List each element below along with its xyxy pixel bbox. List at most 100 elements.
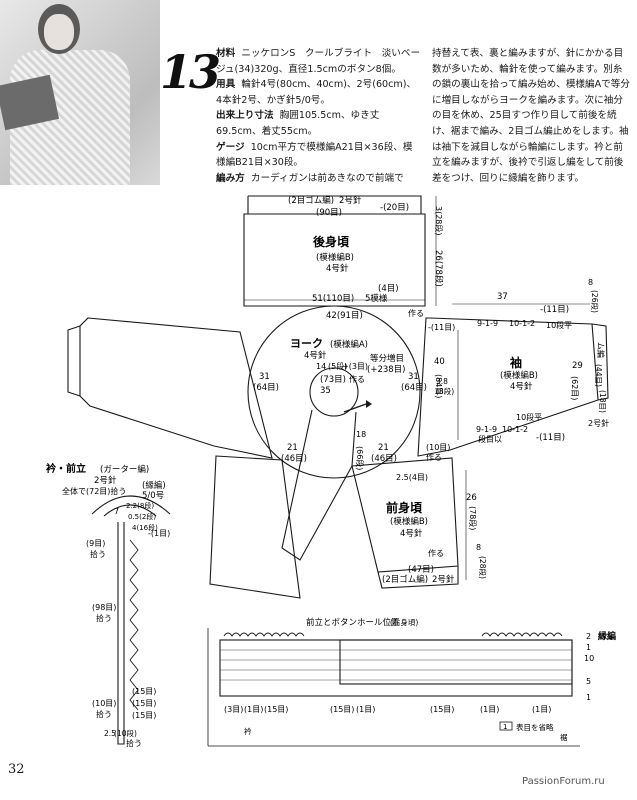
collar-pattern: (ガーター編) bbox=[100, 464, 149, 475]
legend-text: 表目を省略 bbox=[516, 722, 554, 732]
buttonband-c3: (3目) bbox=[224, 705, 243, 714]
watermark: PassionForum.ru bbox=[522, 776, 605, 787]
sleeve-title: 袖 bbox=[510, 355, 522, 370]
collar-bottom-pick: 拾う bbox=[126, 738, 142, 748]
front-rib-needle: 2号針 bbox=[432, 574, 455, 585]
back-body-outline bbox=[243, 213, 426, 307]
instructions-text: 持替えて表、裏と編みますが、針にかかる目数が多いため、輪針を使って編みます。別糸… bbox=[432, 48, 630, 184]
spec-block: 材料 ニッケロンS クールブライト 淡いベージュ(34)320g、直径1.5cm… bbox=[216, 46, 421, 186]
yoke-join: 2.5(4目) bbox=[396, 473, 428, 482]
photo-face bbox=[44, 14, 74, 50]
right-sleeve-cuff bbox=[591, 323, 609, 401]
front-h26: 26 bbox=[466, 493, 477, 503]
collar-pick9: (9目) bbox=[86, 539, 105, 548]
yoke-outer-circle bbox=[247, 305, 421, 479]
yoke-front-join2: 作る bbox=[408, 308, 424, 318]
left-sleeve-cuff bbox=[67, 325, 81, 397]
sleeve-cuff-count2: (18目) bbox=[598, 390, 607, 413]
gauge-text: 10cm平方で模様編A21目×36段、模様編B21目×30段。 bbox=[216, 141, 413, 169]
yarn-text: ニッケロンS クールブライト 淡いベージュ(34)320g、直径1.5cmのボタ… bbox=[216, 48, 421, 75]
sleeve-w-top: -(11目) bbox=[540, 305, 569, 315]
buttonband-label-hem: 裾 bbox=[560, 732, 568, 742]
front-join2: 作る bbox=[428, 548, 444, 558]
page-number: 32 bbox=[8, 762, 25, 777]
collar-inner bbox=[103, 504, 157, 517]
sleeve-dec-mid: 10-1-2 bbox=[509, 319, 535, 328]
collar-n15: (15目) bbox=[132, 687, 156, 696]
buttonband-c15c: (15目) bbox=[430, 705, 454, 714]
buttonband-side: (右身頃) bbox=[390, 617, 418, 627]
dimension-lines bbox=[244, 196, 590, 580]
yoke-side-l: 31 bbox=[259, 372, 270, 382]
sleeve-dec-label2: 10段平 bbox=[516, 412, 542, 422]
collar-edge-needle: 5/0号 bbox=[142, 491, 164, 501]
yoke-side-r: 31 bbox=[408, 372, 419, 382]
collar-outline bbox=[91, 495, 171, 515]
back-rib-label: (2目ゴム編) bbox=[288, 195, 334, 206]
buttonband-m10: 10 bbox=[584, 654, 594, 663]
collar-pick98: (98目) bbox=[92, 603, 116, 612]
collar-n7: 7 bbox=[114, 507, 119, 516]
sleeve-h29-b: (62目) bbox=[570, 376, 579, 400]
yoke-neck-len: 35 bbox=[320, 386, 331, 396]
direction-arrow bbox=[343, 403, 367, 413]
sleeve-w-bottom: -(11目) bbox=[536, 433, 565, 443]
buttonband-edge-label: 縁編 bbox=[598, 630, 616, 642]
front-needle: 4号針 bbox=[400, 528, 423, 539]
sleeve-pattern: (模様編B) bbox=[500, 370, 538, 381]
yoke-neck-label: 作る bbox=[349, 374, 365, 384]
yoke-depth-c: +(3目) bbox=[342, 362, 368, 371]
size-label: 出来上り寸法 bbox=[216, 110, 274, 122]
yoke-side-r-b: (64目) bbox=[401, 383, 427, 393]
yoke-front-join: 作る bbox=[426, 452, 442, 462]
yoke-side-l-b: (64目) bbox=[253, 383, 279, 393]
sleeve-dec-bottom: 9-1-9 bbox=[476, 425, 497, 434]
buttonband-c1: (1目) bbox=[244, 705, 263, 714]
back-rib-count: (90目) bbox=[316, 208, 342, 218]
yoke-top: 42(91目) bbox=[326, 311, 363, 321]
yarn-label: 材料 bbox=[216, 48, 236, 59]
left-sleeve-outline bbox=[79, 317, 273, 459]
back-h-body: 26(78段) bbox=[433, 250, 444, 287]
sleeve-join11: -(11目) bbox=[428, 323, 455, 332]
method-text: カーディガンは前あきなので前端で bbox=[250, 172, 404, 184]
front-count: (47目) bbox=[408, 565, 434, 575]
needles-text: 輪針4号(80cm、40cm)、2号(60cm)、4本針2号、かぎ針5/0号。 bbox=[216, 79, 417, 106]
buttonband-m1b: 1 bbox=[586, 693, 591, 702]
back-rib-band bbox=[247, 195, 422, 214]
sleeve-len37: 37 bbox=[497, 292, 508, 302]
front-opening bbox=[281, 409, 357, 561]
sleeve-h40-b: (84目) bbox=[434, 374, 443, 398]
model-photo bbox=[0, 0, 160, 185]
collar-edge: (縁編) bbox=[142, 480, 166, 491]
buttonband-m5: 5 bbox=[586, 677, 591, 686]
yoke-mid-l-b: (46目) bbox=[281, 454, 307, 464]
sleeve-h38: 3.8 bbox=[436, 377, 448, 386]
sleeve-dec-row: 段目以 bbox=[478, 434, 502, 444]
pattern-number: 13 bbox=[160, 45, 221, 99]
yoke-inc-label: 等分増目 bbox=[370, 353, 404, 364]
buttonband-m1: 1 bbox=[586, 643, 591, 652]
yoke-title: ヨーク bbox=[290, 337, 323, 350]
collar-needle: 2号針 bbox=[94, 475, 117, 486]
arrow-head-icon bbox=[366, 400, 372, 408]
legend-box bbox=[499, 721, 513, 731]
collar-pick98-b: 拾う bbox=[96, 613, 112, 623]
buttonband-title: 前立とボタンホール位置 bbox=[306, 617, 400, 628]
collar-band-left bbox=[117, 522, 125, 745]
sleeve-len8: 8 bbox=[588, 278, 593, 287]
collar-n15-b: (15目) bbox=[132, 699, 156, 708]
sleeve-h29: 29 bbox=[572, 361, 583, 371]
front-join: (10目) bbox=[426, 443, 450, 452]
buttonband-c1b: (1目) bbox=[356, 705, 375, 714]
yoke-pattern: (模様編A) bbox=[330, 339, 368, 350]
front-h26-b: (78段) bbox=[468, 506, 478, 530]
collar-n1: -(1目) bbox=[148, 529, 170, 538]
back-join: (4目) bbox=[378, 284, 399, 294]
yoke-mid-l: 21 bbox=[287, 443, 298, 453]
sleeve-cuff-needle: 2号針 bbox=[588, 418, 609, 428]
sleeve-cuff-rib: ム編 bbox=[596, 342, 606, 358]
buttonband-scallops bbox=[129, 539, 563, 711]
yoke-h18: 18 bbox=[356, 430, 366, 439]
back-pattern: (模様編B) bbox=[316, 252, 354, 263]
